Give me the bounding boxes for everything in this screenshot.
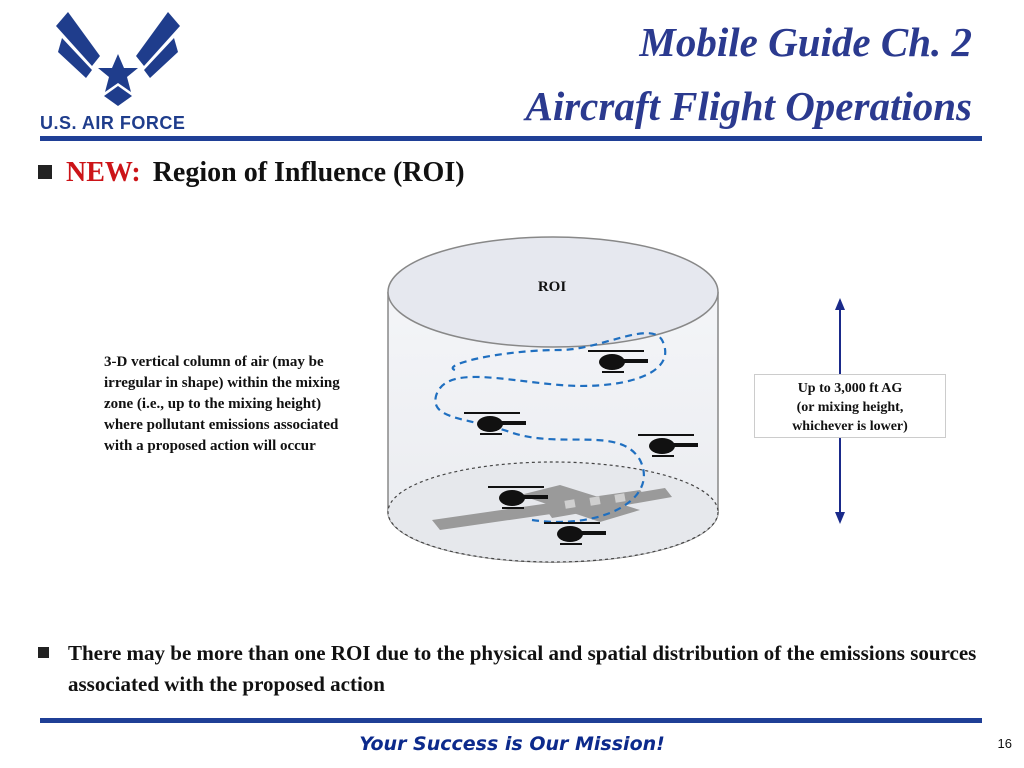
multiple-roi-text: There may be more than one ROI due to th…: [68, 641, 977, 696]
bullet-roi-heading: NEW: Region of Influence (ROI): [38, 157, 638, 189]
air-force-logo: [56, 12, 180, 106]
roi-label: ROI: [538, 279, 567, 295]
logo-wordmark: U.S. AIR FORCE: [40, 113, 186, 133]
square-bullet-icon: [38, 647, 49, 658]
height-note-box: Up to 3,000 ft AG (or mixing height, whi…: [754, 374, 946, 438]
roi-cylinder-top: [387, 236, 719, 348]
header-divider: [40, 136, 982, 141]
page-subtitle: Aircraft Flight Operations: [525, 83, 972, 129]
height-note-line-2: (or mixing height,: [796, 400, 904, 415]
new-label: NEW:: [66, 157, 141, 188]
bullet-multiple-roi: There may be more than one ROI due to th…: [38, 638, 998, 700]
footer-tagline: Your Success is Our Mission!: [359, 733, 665, 755]
footer-divider: [40, 718, 982, 723]
helicopter-icons: [464, 350, 698, 545]
height-note-line-3: whichever is lower): [792, 419, 908, 434]
height-note-line-1: Up to 3,000 ft AG: [797, 381, 903, 396]
roi-description: 3-D vertical column of air (may be irreg…: [104, 354, 340, 454]
roi-diagram: ROI: [387, 236, 845, 563]
flight-path: [434, 332, 667, 524]
roi-heading-text: Region of Influence (ROI): [152, 157, 465, 188]
page-title: Mobile Guide Ch. 2: [639, 19, 972, 65]
square-bullet-icon: [38, 164, 52, 179]
page-number: 16: [997, 736, 1012, 751]
